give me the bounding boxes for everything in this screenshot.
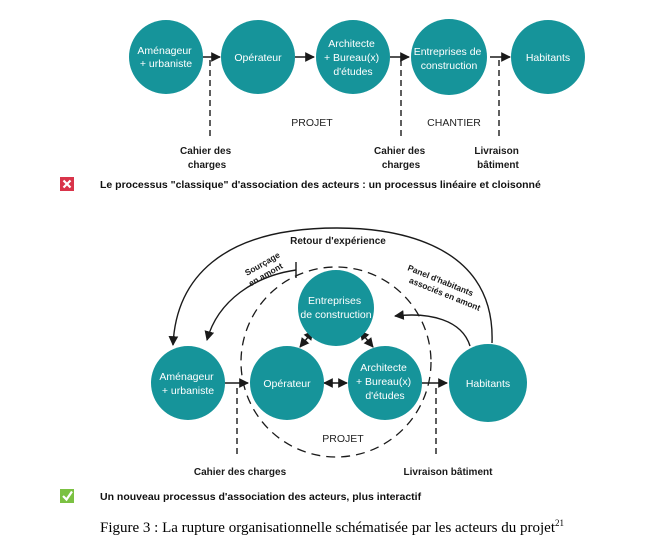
bottom-node-architecte-line2: + Bureau(x) (356, 376, 411, 388)
top-node-architecte-line3: d'études (333, 66, 372, 78)
svg-text:Opérateur: Opérateur (263, 378, 311, 390)
bottom-node-entreprises-line1: Entreprises (308, 295, 361, 307)
top-node-habitants-line1: Habitants (526, 52, 570, 64)
svg-text:Habitants: Habitants (526, 52, 570, 64)
bottom-node-architecte: Architecte + Bureau(x) d'études (348, 346, 422, 420)
top-node-amenageur-line2: + urbaniste (140, 58, 192, 70)
bottom-node-habitants: Habitants (449, 344, 527, 422)
top-milestone-cahier-1-line2: charges (188, 160, 227, 171)
bottom-node-amenageur-line2: + urbaniste (162, 385, 214, 397)
figure-caption-text: Figure 3 : La rupture organisationnelle … (100, 520, 555, 536)
bottom-node-amenageur: Aménageur + urbaniste (151, 346, 225, 420)
bottom-node-architecte-line1: Architecte (360, 362, 407, 374)
bottom-diagram: Retour d'expérience Sourçage en amont Pa… (60, 227, 527, 503)
figure-caption: Figure 3 : La rupture organisationnelle … (0, 518, 664, 537)
top-node-architecte-line1: Architecte (328, 38, 375, 50)
retour-experience-arc (168, 227, 493, 346)
top-node-architecte: Architecte + Bureau(x) d'études (316, 20, 390, 94)
top-milestone-cahier-2: Cahier des charges (374, 146, 428, 171)
bottom-milestone-livraison: Livraison bâtiment (404, 467, 494, 478)
sourcage-label: Sourçage en amont (241, 249, 289, 289)
figure-caption-footnote: 21 (555, 518, 564, 528)
bottom-phase-projet: PROJET (322, 433, 364, 445)
top-milestone-cahier-1-line1: Cahier des (180, 146, 232, 157)
top-diagram: Aménageur + urbaniste Opérateur Architec… (60, 19, 585, 191)
svg-text:Entreprises de const: Entreprises de construction (414, 46, 485, 72)
top-milestone-cahier-2-line1: Cahier des (374, 146, 426, 157)
panel-arc (394, 310, 471, 347)
top-node-operateur-line1: Opérateur (234, 52, 282, 64)
bottom-node-amenageur-line1: Aménageur (159, 371, 214, 383)
top-milestone-livraison-line2: bâtiment (477, 160, 519, 171)
bottom-node-entreprises-line2: de construction (300, 309, 371, 321)
svg-text:Habitants: Habitants (466, 378, 510, 390)
red-cross-icon (60, 177, 74, 191)
top-node-operateur: Opérateur (221, 20, 295, 94)
top-node-habitants: Habitants (511, 20, 585, 94)
bottom-node-operateur-line1: Opérateur (263, 378, 311, 390)
svg-text:Aménageur + urbanist: Aménageur + urbaniste (159, 371, 216, 397)
bottom-node-entreprises: Entreprises de construction (298, 270, 374, 346)
top-milestone-livraison: Livraison bâtiment (474, 146, 521, 171)
panel-label: Panel d'habitants associés en amont (402, 263, 486, 313)
svg-text:Aménageur + urbanist: Aménageur + urbaniste (137, 45, 194, 70)
bottom-caption: Un nouveau processus d'association des a… (100, 491, 422, 503)
bottom-node-architecte-line3: d'études (365, 390, 404, 402)
top-node-architecte-line2: + Bureau(x) (324, 52, 379, 64)
top-caption: Le processus "classique" d'association d… (100, 179, 541, 191)
svg-text:Entreprises de const: Entreprises de construction (300, 295, 371, 321)
svg-text:Architecte + Bureau(: Architecte + Bureau(x) d'études (356, 362, 414, 402)
svg-text:Architecte + Bureau(: Architecte + Bureau(x) d'études (324, 38, 382, 78)
top-node-entreprises-line1: Entreprises de (414, 46, 482, 58)
svg-text:Opérateur: Opérateur (234, 52, 282, 64)
top-node-amenageur: Aménageur + urbaniste (129, 20, 203, 94)
top-milestone-cahier-2-line2: charges (382, 160, 421, 171)
top-node-entreprises: Entreprises de construction (411, 19, 487, 95)
bottom-node-operateur: Opérateur (250, 346, 324, 420)
top-milestone-livraison-line1: Livraison (474, 146, 518, 157)
top-phase-projet: PROJET (291, 117, 333, 129)
top-milestone-cahier-1: Cahier des charges (180, 146, 234, 171)
top-node-amenageur-line1: Aménageur (137, 45, 192, 57)
top-phase-chantier: CHANTIER (427, 117, 481, 129)
sourcage-arc (204, 269, 297, 341)
projet-dashed-circle (240, 266, 432, 458)
retour-experience-label: Retour d'expérience (290, 236, 386, 247)
green-check-icon (60, 489, 74, 503)
bottom-node-habitants-line1: Habitants (466, 378, 510, 390)
bottom-milestone-cahier: Cahier des charges (194, 467, 287, 478)
top-node-entreprises-line2: construction (421, 60, 478, 72)
